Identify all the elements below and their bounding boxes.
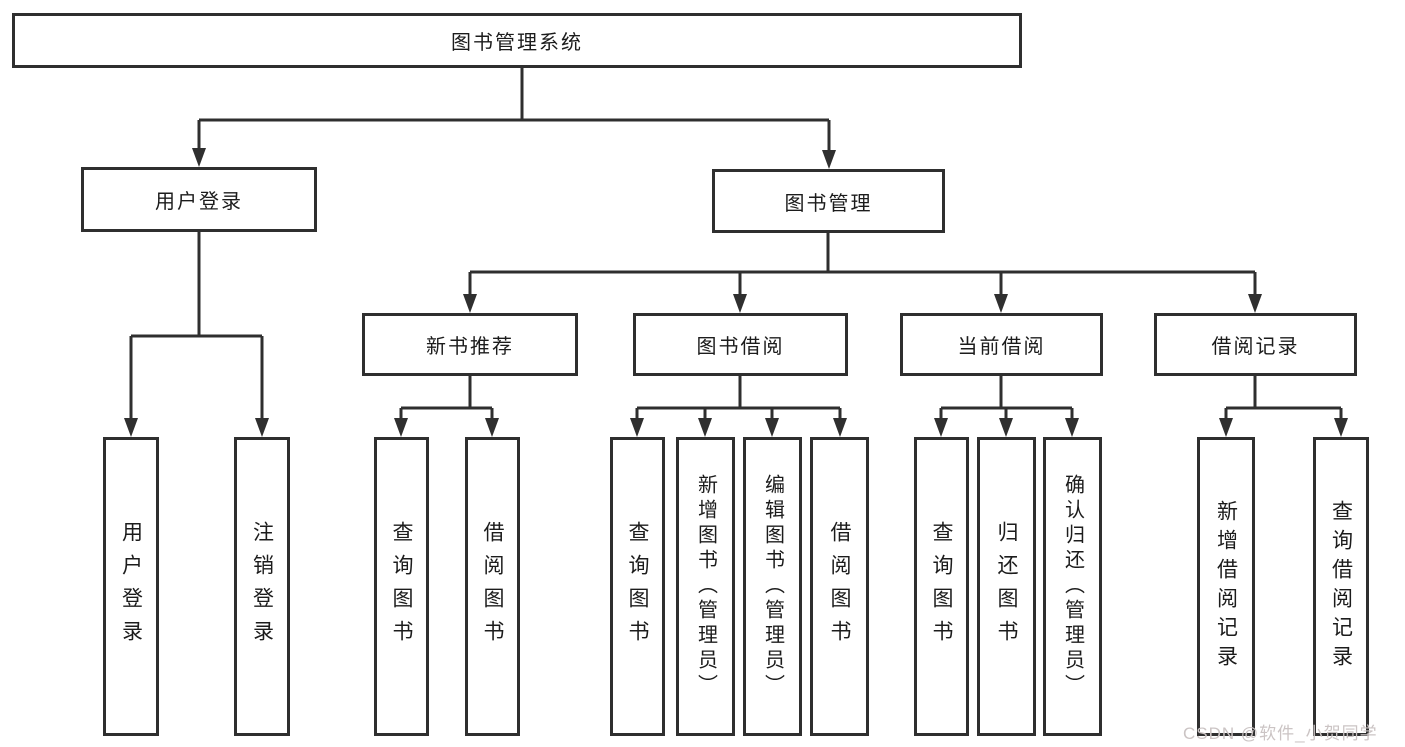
node-book-borrowing: 图书借阅 xyxy=(633,313,848,376)
node-new-book-recommend: 新书推荐 xyxy=(362,313,578,376)
leaf-edit-book-admin: 编辑图书（管理员） xyxy=(743,437,802,736)
leaf-query-borrow-record: 查询借阅记录 xyxy=(1313,437,1369,736)
leaf-confirm-return-admin: 确认归还（管理员） xyxy=(1043,437,1102,736)
leaf-return-book: 归还图书 xyxy=(977,437,1036,736)
leaf-add-borrow-record: 新增借阅记录 xyxy=(1197,437,1255,736)
leaf-user-login: 用户登录 xyxy=(103,437,159,736)
node-borrowing-records: 借阅记录 xyxy=(1154,313,1357,376)
leaf-logout-login: 注销登录 xyxy=(234,437,290,736)
leaf-add-book-admin: 新增图书（管理员） xyxy=(676,437,735,736)
node-library-system: 图书管理系统 xyxy=(12,13,1022,68)
leaf-borrow-book: 借阅图书 xyxy=(810,437,869,736)
csdn-watermark: CSDN @软件_小贺同学 xyxy=(1183,724,1378,743)
node-book-management: 图书管理 xyxy=(712,169,945,233)
node-user-login: 用户登录 xyxy=(81,167,317,232)
leaf-query-book: 查询图书 xyxy=(914,437,969,736)
node-current-borrowing: 当前借阅 xyxy=(900,313,1103,376)
leaf-query-book: 查询图书 xyxy=(374,437,429,736)
leaf-borrow-book: 借阅图书 xyxy=(465,437,520,736)
leaf-query-book: 查询图书 xyxy=(610,437,665,736)
